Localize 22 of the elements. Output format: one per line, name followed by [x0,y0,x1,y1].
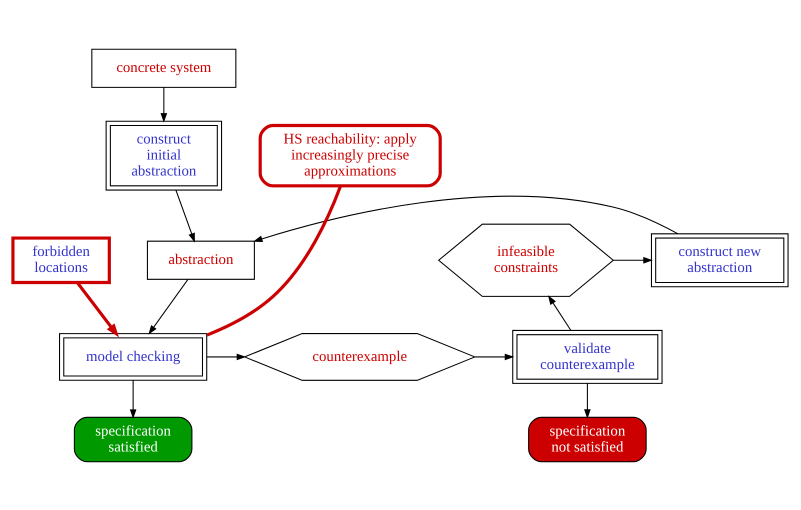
arrow [160,86,168,122]
arrow [548,294,572,330]
node-box: specification not satisfied [528,416,647,462]
node-box: model checking [59,332,208,380]
node-box: concrete system [91,48,236,88]
arrow [253,195,678,242]
node-box: abstraction [146,240,255,280]
arrow [207,353,246,360]
node-box: HS reachability: apply increasingly precise approximations [258,123,442,187]
node-box: construct new abstraction [650,232,789,287]
connector [206,184,342,336]
node-box: forbidden locations [11,236,111,284]
node-box: validate counterexample [512,329,663,384]
node-box: specification satisfied [74,416,192,462]
arrow [474,353,514,360]
arrow [130,380,136,418]
arrow [76,281,120,337]
arrow [148,278,188,334]
arrow [584,382,591,418]
arrow [175,190,195,242]
node-box: construct initial abstraction [106,120,222,190]
arrow [613,256,653,264]
